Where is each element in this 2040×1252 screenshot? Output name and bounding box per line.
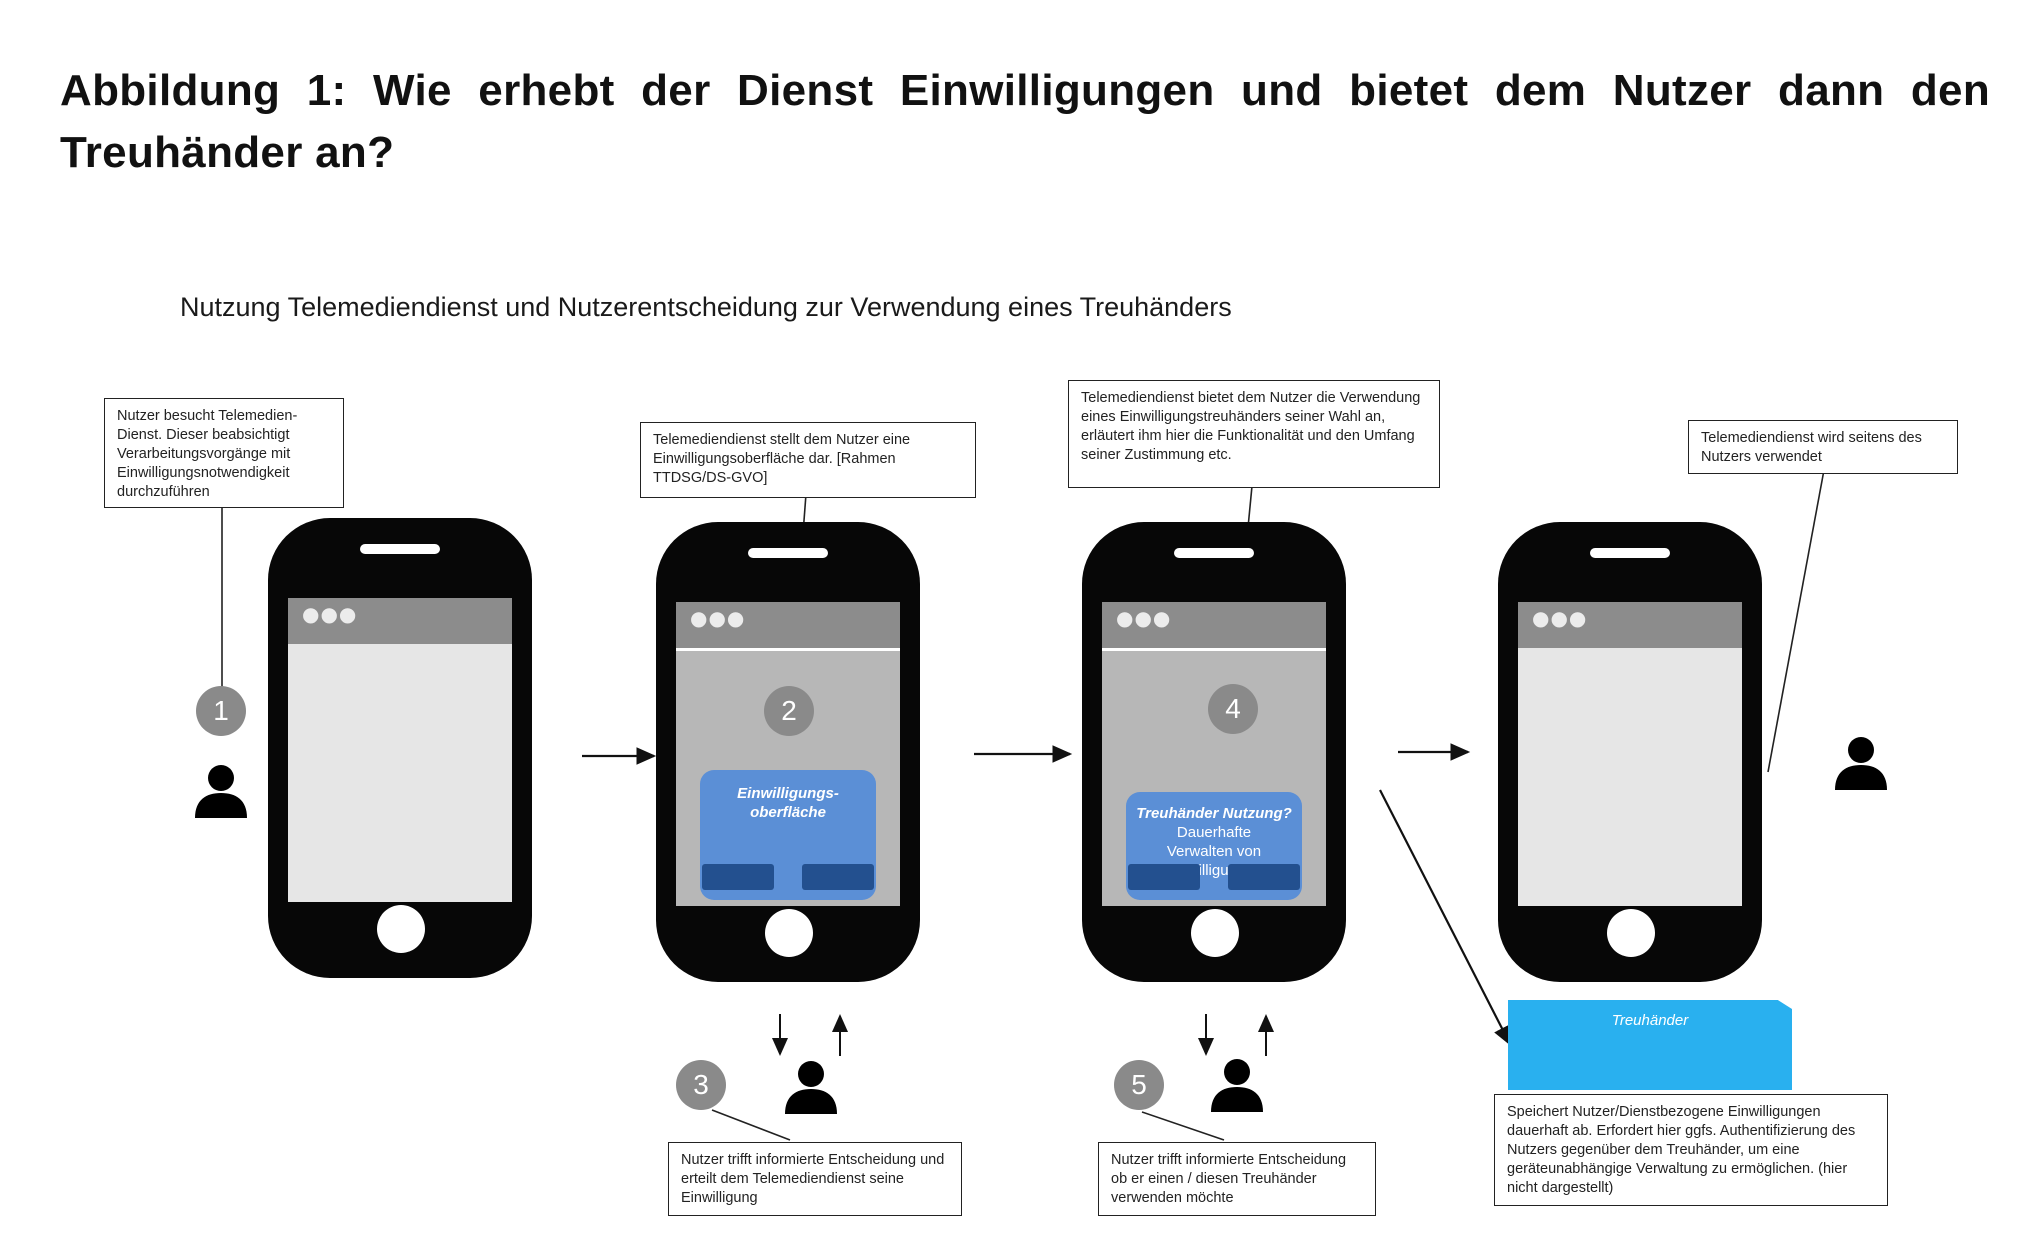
browser-dots-icon: ●●● (1532, 606, 1588, 630)
trustee-box: Treuhänder (1508, 1000, 1792, 1090)
step-badge-1: 1 (196, 686, 246, 736)
browser-bar: ●●● (676, 602, 900, 651)
step-badge-2: 2 (764, 686, 814, 736)
phone-speaker (748, 548, 828, 558)
phone-speaker (1590, 548, 1670, 558)
dialog-button-right (1228, 864, 1300, 890)
trustee-dialog: Treuhänder Nutzung? Dauerhafte Verwalten… (1126, 792, 1302, 900)
home-button (1191, 909, 1239, 957)
phone-screen-1: ●●● (288, 598, 512, 902)
home-button (1607, 909, 1655, 957)
dialog-button-left (702, 864, 774, 890)
callout-step-1: Nutzer besucht Telemedien-Dienst. Dieser… (104, 398, 344, 508)
phone-speaker (1174, 548, 1254, 558)
phone-screen-2: ●●● Einwilligungs-oberfläche (676, 602, 900, 906)
user-icon (1211, 1059, 1263, 1112)
consent-dialog-title: Einwilligungs-oberfläche (737, 785, 839, 821)
phone-speaker (360, 544, 440, 554)
browser-dots-icon: ●●● (690, 606, 746, 630)
consent-dialog: Einwilligungs-oberfläche (700, 770, 876, 900)
phone-screen-3: ●●● Treuhänder Nutzung? Dauerhafte Verwa… (1102, 602, 1326, 906)
home-button (377, 905, 425, 953)
leader-line-3 (711, 1109, 791, 1141)
callout-step-3: Nutzer trifft informierte Entscheidung u… (668, 1142, 962, 1216)
dialog-button-right (802, 864, 874, 890)
callout-step-2: Telemediendienst stellt dem Nutzer eine … (640, 422, 976, 498)
browser-bar: ●●● (1518, 602, 1742, 648)
figure-heading: Abbildung 1: Wie erhebt der Dienst Einwi… (60, 66, 1990, 177)
step-badge-5: 5 (1114, 1060, 1164, 1110)
step-badge-3: 3 (676, 1060, 726, 1110)
callout-step-6: Telemediendienst wird seitens des Nutzer… (1688, 420, 1958, 474)
callout-step-4: Telemediendienst bietet dem Nutzer die V… (1068, 380, 1440, 488)
dialog-button-left (1128, 864, 1200, 890)
callout-step-5: Nutzer trifft informierte Entscheidung o… (1098, 1142, 1376, 1216)
phone-1: ●●● (268, 518, 532, 978)
phone-2: ●●● Einwilligungs-oberfläche (656, 522, 920, 982)
phone-3: ●●● Treuhänder Nutzung? Dauerhafte Verwa… (1082, 522, 1346, 982)
browser-dots-icon: ●●● (302, 602, 358, 626)
user-icon (195, 765, 247, 818)
user-icon (1835, 737, 1887, 790)
callout-trustee: Speichert Nutzer/Dienstbezogene Einwilli… (1494, 1094, 1888, 1206)
leader-line-5 (1141, 1111, 1225, 1141)
step-badge-4: 4 (1208, 684, 1258, 734)
browser-bar: ●●● (288, 598, 512, 644)
phone-4: ●●● (1498, 522, 1762, 982)
trustee-dialog-title: Treuhänder Nutzung? (1136, 805, 1292, 822)
flow-arrow-to-trustee (1379, 789, 1512, 1046)
trustee-label: Treuhänder (1611, 1012, 1689, 1029)
browser-bar: ●●● (1102, 602, 1326, 651)
user-icon (785, 1061, 837, 1114)
leader-line-6 (1767, 469, 1825, 773)
home-button (765, 909, 813, 957)
phone-screen-4: ●●● (1518, 602, 1742, 906)
diagram-subtitle: Nutzung Telemediendienst und Nutzerentsc… (180, 292, 1232, 322)
browser-dots-icon: ●●● (1116, 606, 1172, 630)
